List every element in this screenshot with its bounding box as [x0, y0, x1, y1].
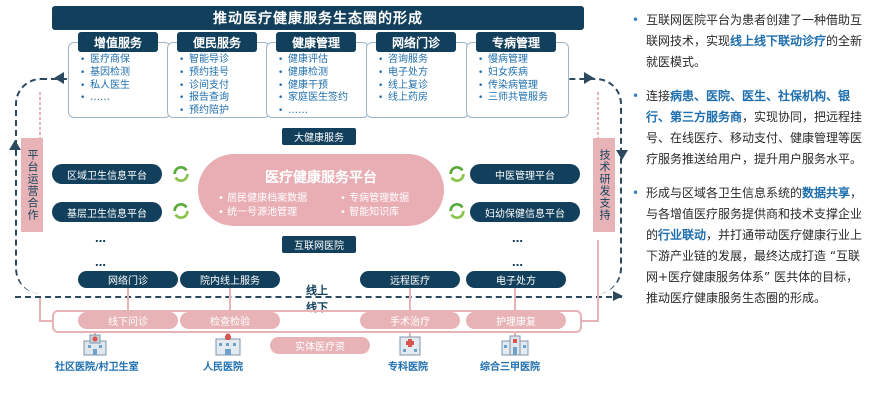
service-item: •三师共管服务 [478, 92, 548, 104]
service-item: •预约陪护 [179, 105, 229, 117]
online-service: 远程医疗 [360, 271, 460, 288]
offline-service: 检查检验 [180, 312, 280, 329]
service-item: •医疗商保 [80, 54, 130, 65]
right-platform-2: 妇幼保健信息平台 [470, 202, 580, 222]
down-arrow-right [616, 150, 628, 160]
service-item: •健康评估 [278, 54, 328, 65]
left-platform-2: 基层卫生信息平台 [52, 202, 162, 222]
center-item: • 统一号源池管理 [218, 207, 298, 218]
hospital-label: 人民医院 [203, 362, 243, 373]
description-bullet: 互联网医院平台为患者创建了一种借助互联网技术，实现线上线下联动诊疗的全新就医模式… [632, 10, 868, 73]
platform-ops-bar: 平台运营合作 [21, 138, 43, 232]
online-label: 线上 [306, 284, 328, 297]
service-group-box [68, 42, 171, 118]
right-platform-1: 中医管理平台 [470, 164, 580, 184]
hospital-label: 社区医院/村卫生室 [55, 362, 139, 373]
left-arrow-top [54, 72, 64, 84]
service-group-header: 专病管理 [476, 32, 556, 52]
real-resource-pill: 实体医疗资 [270, 337, 370, 354]
service-group-header: 健康管理 [276, 32, 356, 52]
hospital-icon [501, 335, 529, 356]
up-arrow-left [9, 140, 21, 150]
offline-service: 护理康复 [466, 312, 566, 329]
service-item: •智能导诊 [179, 54, 229, 65]
sync-icon [173, 166, 189, 182]
description-bullet: 连接病患、医院、医生、社保机构、银行、第三方服务商，实现协同，把远程挂号、在线医… [632, 86, 868, 170]
service-group-box [366, 42, 469, 118]
service-item: •慢病管理 [478, 54, 528, 65]
description-bullets: 互联网医院平台为患者创建了一种借助互联网技术，实现线上线下联动诊疗的全新就医模式… [632, 10, 868, 322]
hospital-icon [83, 334, 107, 356]
service-item: •…… [80, 92, 110, 104]
sync-icon [173, 203, 189, 219]
service-item: •咨询服务 [378, 54, 428, 65]
hospital-label: 综合三甲医院 [480, 362, 540, 373]
service-item: •预约挂号 [179, 66, 229, 78]
service-item: •线上药房 [378, 92, 428, 104]
description-bullet: 形成与区域各卫生信息系统的数据共享，与各增值医疗服务提供商和技术支撑企业的行业联… [632, 183, 868, 309]
central-platform [198, 154, 444, 226]
center-item: • 居民健康档案数据 [218, 193, 308, 204]
left-ellipsis-2: … [95, 256, 107, 269]
offline-service: 线下问诊 [78, 312, 178, 329]
offline-frame [52, 310, 582, 333]
service-item: •传染病管理 [478, 79, 538, 91]
right-ellipsis-2: … [512, 256, 524, 269]
service-group-list: •医疗商保•基因检测•私人医生•…… [80, 54, 130, 105]
service-group-header: 网络门诊 [376, 32, 456, 52]
sync-icon [449, 203, 465, 219]
service-item: •妇女疾病 [478, 66, 528, 78]
service-item: •私人医生 [80, 79, 130, 91]
hospital-icon [399, 336, 421, 356]
big-health-tag: 大健康服务 [282, 128, 356, 145]
service-group-box [167, 42, 270, 118]
left-platform-1: 区域卫生信息平台 [52, 164, 162, 184]
online-service: 网络门诊 [78, 271, 178, 288]
service-item: •诊间支付 [179, 79, 229, 91]
online-divider-line [15, 296, 622, 298]
diagram-title: 推动医疗健康服务生态圈的形成 [52, 6, 584, 30]
central-platform-title: 医疗健康服务平台 [265, 170, 377, 186]
service-item: •电子处方 [378, 66, 428, 78]
internet-hospital-tag: 互联网医院 [282, 236, 356, 253]
service-group-list: •智能导诊•预约挂号•诊间支付•报告查询•预约陪护 [179, 54, 229, 118]
service-item: •线上复诊 [378, 79, 428, 91]
service-group-list: •健康评估•健康检测•健康干预•家庭医生签约•…… [278, 54, 348, 118]
tech-support-bar: 技术研发支持 [593, 138, 615, 232]
service-group-header: 增值服务 [78, 32, 158, 52]
offline-service: 手术治疗 [360, 312, 460, 329]
hospital-label: 专科医院 [388, 362, 428, 373]
right-arrow-top [584, 72, 594, 84]
service-item: •基因检测 [80, 66, 130, 78]
sync-icon [449, 166, 465, 182]
service-item: •健康检测 [278, 66, 328, 78]
left-ellipsis-1: … [95, 232, 107, 245]
online-service: 电子处方 [466, 271, 566, 288]
center-item: • 专病管理数据 [340, 193, 410, 204]
service-group-header: 便民服务 [177, 32, 257, 52]
service-group-list: •咨询服务•电子处方•线上复诊•线上药房 [378, 54, 428, 105]
online-service: 院内线上服务 [180, 271, 280, 288]
right-arrow-bottom [613, 291, 623, 301]
right-ellipsis-1: … [512, 232, 524, 245]
service-item: •家庭医生签约 [278, 92, 348, 104]
service-group-list: •慢病管理•妇女疾病•传染病管理•三师共管服务 [478, 54, 548, 105]
hospital-icon [215, 334, 241, 356]
center-item: • 智能知识库 [340, 207, 400, 218]
service-item: •…… [278, 105, 308, 117]
service-item: •报告查询 [179, 92, 229, 104]
service-item: •健康干预 [278, 79, 328, 91]
